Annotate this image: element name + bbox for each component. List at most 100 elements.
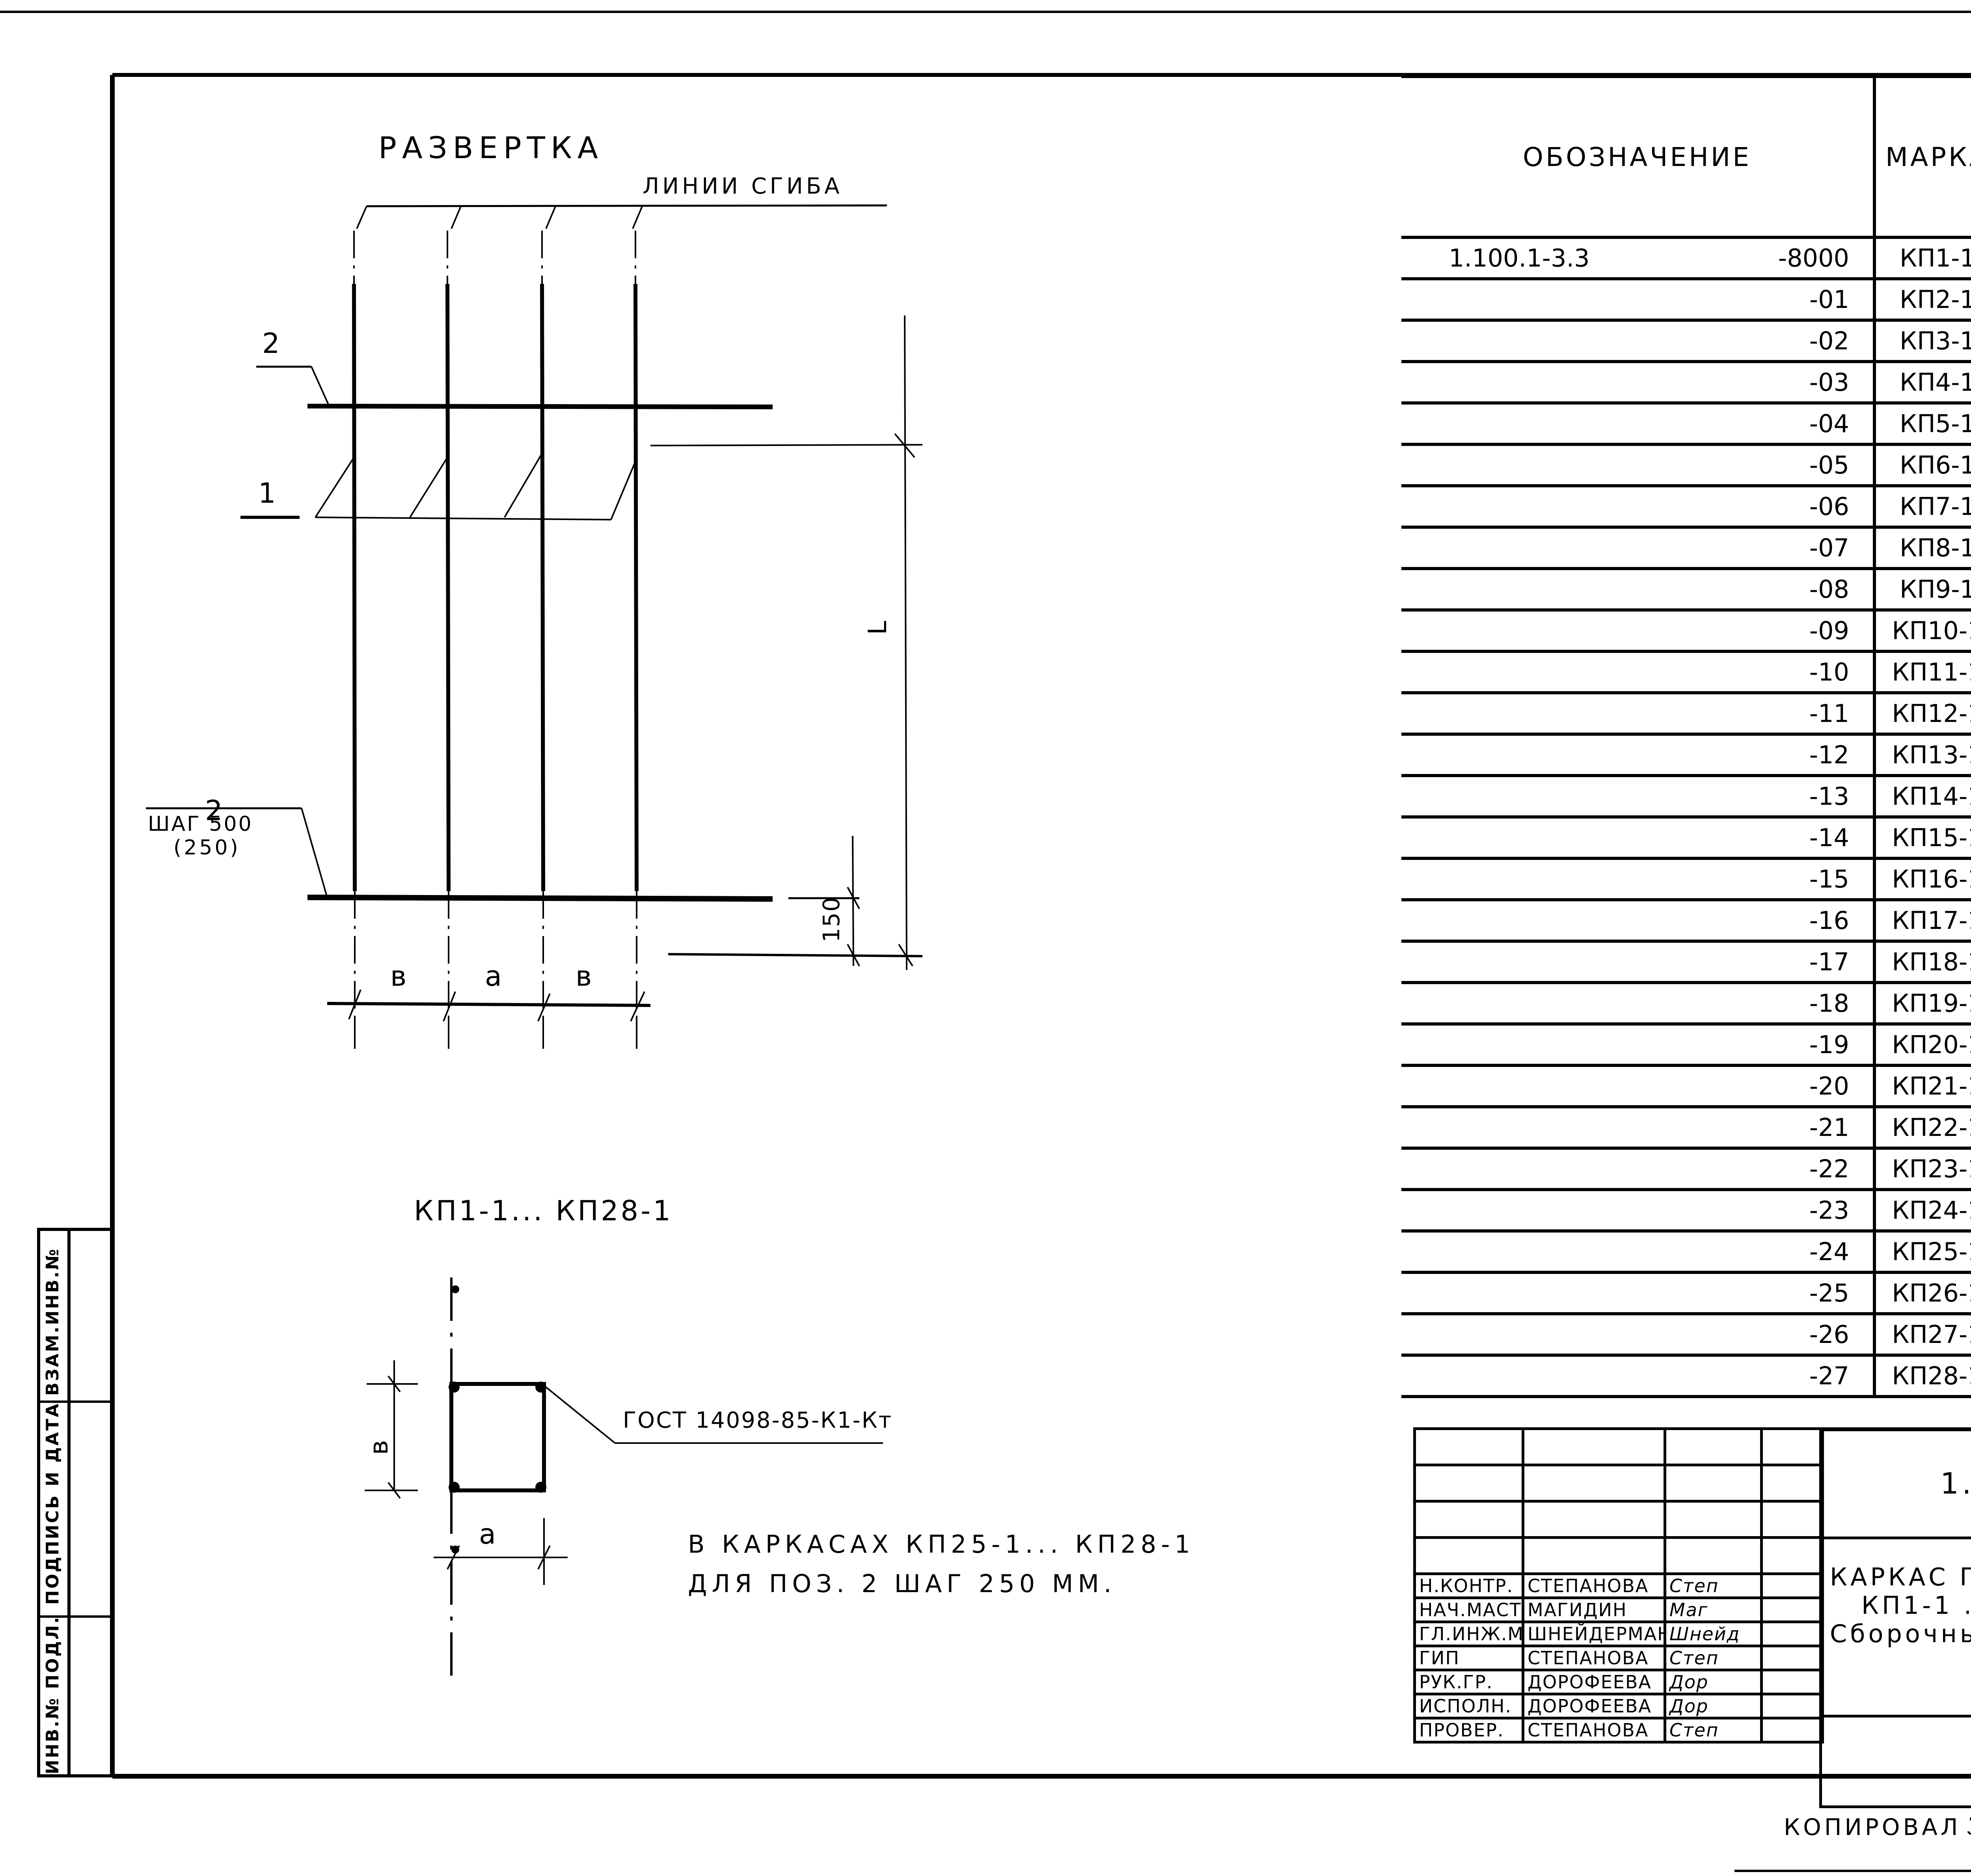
mark-cell: КП17-1	[1873, 898, 1971, 943]
signatory-name: ДОРОФЕЕВА	[1522, 1669, 1666, 1695]
document-code: 1.100.1-3.3 -8000 СБ	[1819, 1427, 1971, 1539]
date-cell	[1760, 1669, 1824, 1695]
designation-cell: -13	[1401, 774, 1876, 819]
mark-cell: КП6-1	[1873, 443, 1971, 487]
mark-cell: КП12-1	[1873, 691, 1971, 736]
signatory-name: СТЕПАНОВА	[1522, 1645, 1666, 1671]
mark-cell: КП13-1	[1873, 733, 1971, 777]
date-cell	[1760, 1717, 1824, 1744]
base-designation: 1.100.1-3.3	[1449, 244, 1590, 272]
copied-by-label: КОПИРОВАЛ	[1784, 1814, 1961, 1841]
title-line-1: КАРКАС ПРОСТРАНСТВЕННЫЙ	[1830, 1562, 1971, 1591]
mark-cell: КП3-1	[1873, 319, 1971, 363]
designation-cell: -26	[1401, 1312, 1876, 1357]
mark-cell: КП9-1	[1873, 567, 1971, 612]
specification-table: ОБОЗНАЧЕНИЕ МАРКА L, ММ а, ММ в, ММ МАСС…	[1401, 75, 1971, 1398]
mark-cell: КП2-1	[1873, 277, 1971, 322]
signatory-role: ПРОВЕР.	[1413, 1717, 1524, 1744]
designation-cell: -07	[1401, 526, 1876, 570]
mark-cell: КП21-1	[1873, 1064, 1971, 1108]
mark-cell: КП27-1	[1873, 1312, 1971, 1357]
designation-cell: -06	[1401, 484, 1876, 529]
designation-cell: -01	[1401, 277, 1876, 322]
designation-cell: -24	[1401, 1229, 1876, 1274]
designation-cell: -12	[1401, 733, 1876, 777]
copied-by-signature: Зоф.	[1967, 1812, 1971, 1841]
callout-pos-2-top: 2	[262, 327, 282, 360]
section-dim-b-label: в	[365, 1438, 394, 1455]
designation-cell: -03	[1401, 360, 1876, 405]
signatory-role: Н.КОНТР.	[1413, 1572, 1524, 1599]
step-label: ШАГ 500	[148, 812, 253, 836]
side-stamp-original-inv: ИНВ.№ ПОДЛ.	[43, 1615, 63, 1774]
title-line-2: КП1-1 ... КП28-1	[1861, 1591, 1971, 1620]
designation-cell: -05	[1401, 443, 1876, 487]
signatory-signature: Дор	[1664, 1693, 1763, 1719]
dim-150-label: 150	[818, 896, 845, 942]
unfold-drawing	[146, 204, 923, 1049]
mark-cell: КП10-1	[1873, 608, 1971, 653]
dim-b-left-label: в	[390, 960, 409, 992]
designation-cell: -23	[1401, 1188, 1876, 1233]
section-title: КП1-1... КП28-1	[414, 1195, 673, 1227]
designation-cell: -20	[1401, 1064, 1876, 1108]
designation-suffix: -8000	[1778, 244, 1849, 272]
note-line-1: В КАРКАСАХ КП25-1... КП28-1	[688, 1530, 1195, 1559]
signatory-role: РУК.ГР.	[1413, 1669, 1524, 1695]
callout-pos-2-bottom: 2	[205, 794, 225, 827]
unfold-title: РАЗВЕРТКА	[378, 130, 604, 165]
mark-cell: КП24-1	[1873, 1188, 1971, 1233]
designation-cell: -22	[1401, 1147, 1876, 1191]
title-line-3: Сборочный чертеж	[1830, 1619, 1971, 1648]
designation-cell: -25	[1401, 1271, 1876, 1315]
table-header-row: ОБОЗНАЧЕНИЕ МАРКА L, ММ а, ММ в, ММ МАСС…	[1401, 75, 1971, 239]
bend-lines-label: ЛИНИИ СГИБА	[643, 173, 843, 199]
designation-cell: -27	[1401, 1354, 1876, 1398]
signatory-name: МАГИДИН	[1522, 1596, 1666, 1623]
specification-rows: 1.100.1-3.3-8000КП1-129801301305,08-01КП…	[1401, 236, 1971, 1398]
mark-cell: КП8-1	[1873, 526, 1971, 570]
mark-cell: КП5-1	[1873, 401, 1971, 446]
signatory-role: НАЧ.МАСТ.	[1413, 1596, 1524, 1623]
dim-b-right-label: в	[576, 960, 594, 992]
designation-cell: -09	[1401, 608, 1876, 653]
header-mark: МАРКА	[1873, 75, 1971, 239]
signatory-signature: Степ	[1664, 1717, 1763, 1744]
callout-pos-1: 1	[258, 477, 278, 509]
mark-cell: КП7-1	[1873, 484, 1971, 529]
designation-cell: -19	[1401, 1022, 1876, 1067]
mark-cell: КП16-1	[1873, 857, 1971, 901]
signatory-name: ДОРОФЕЕВА	[1522, 1693, 1666, 1719]
signatory-role: ИСПОЛН.	[1413, 1693, 1524, 1719]
step-alt-label: (250)	[173, 836, 240, 860]
designation-cell: -16	[1401, 898, 1876, 943]
designation-cell: -11	[1401, 691, 1876, 736]
designation-cell: -21	[1401, 1105, 1876, 1150]
